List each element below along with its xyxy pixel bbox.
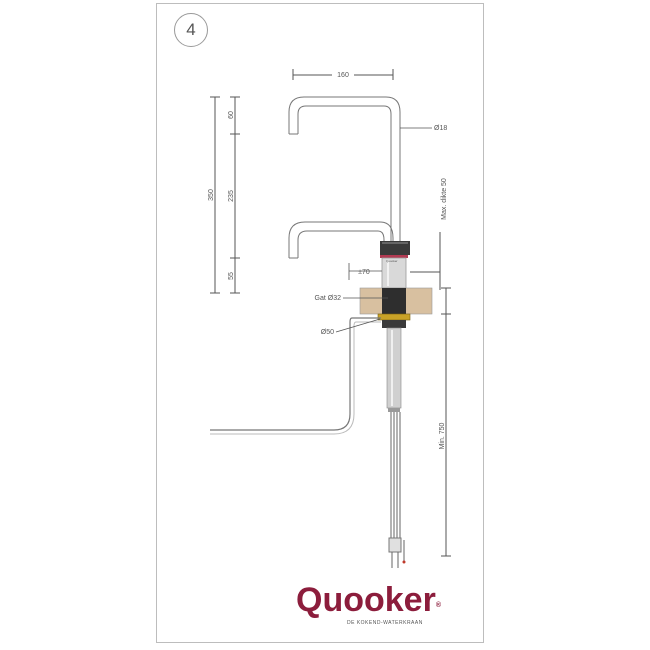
faucet-spout-lower xyxy=(288,221,394,259)
countertop xyxy=(359,287,433,328)
spout-width-label: 160 xyxy=(337,72,349,79)
middle-height-label: 235 xyxy=(228,190,235,202)
min-length-dimension xyxy=(441,318,451,557)
step-number: 4 xyxy=(186,20,196,39)
supply-hoses xyxy=(388,412,406,568)
total-height-label: 350 xyxy=(208,189,215,201)
faucet-body: Quooker xyxy=(380,241,410,289)
faucet-body-label: Quooker xyxy=(386,259,398,263)
thickness-dimension xyxy=(410,232,451,318)
faucet-spout-upper xyxy=(288,96,401,246)
instruction-card xyxy=(156,3,484,643)
min-length-label: Min. 750 xyxy=(439,422,446,449)
offset-dimension xyxy=(348,263,382,280)
registered-mark: ® xyxy=(435,602,441,609)
cable xyxy=(210,317,381,431)
max-thickness-label: Max. dikte 50 xyxy=(441,178,448,220)
base-diameter-label: Ø50 xyxy=(321,329,334,336)
base-diameter-leader xyxy=(335,318,381,333)
brand-logo: Quooker® xyxy=(296,583,441,617)
brand-name: Quooker xyxy=(296,581,436,619)
pipe-diameter-label: Ø18 xyxy=(434,125,447,132)
spout-width-dimension xyxy=(292,69,394,80)
offset-label: ±70 xyxy=(358,269,370,276)
height-dimensions xyxy=(210,96,240,294)
brand-tagline: DE KOKEND-WATERKRAAN xyxy=(347,620,423,626)
lower-height-label: 55 xyxy=(228,272,235,280)
cable-shadow xyxy=(210,321,381,435)
hole-label: Gat Ø32 xyxy=(315,295,342,302)
step-number-badge: 4 xyxy=(174,13,208,47)
faucet-shaft xyxy=(386,327,402,412)
upper-height-label: 60 xyxy=(228,111,235,119)
